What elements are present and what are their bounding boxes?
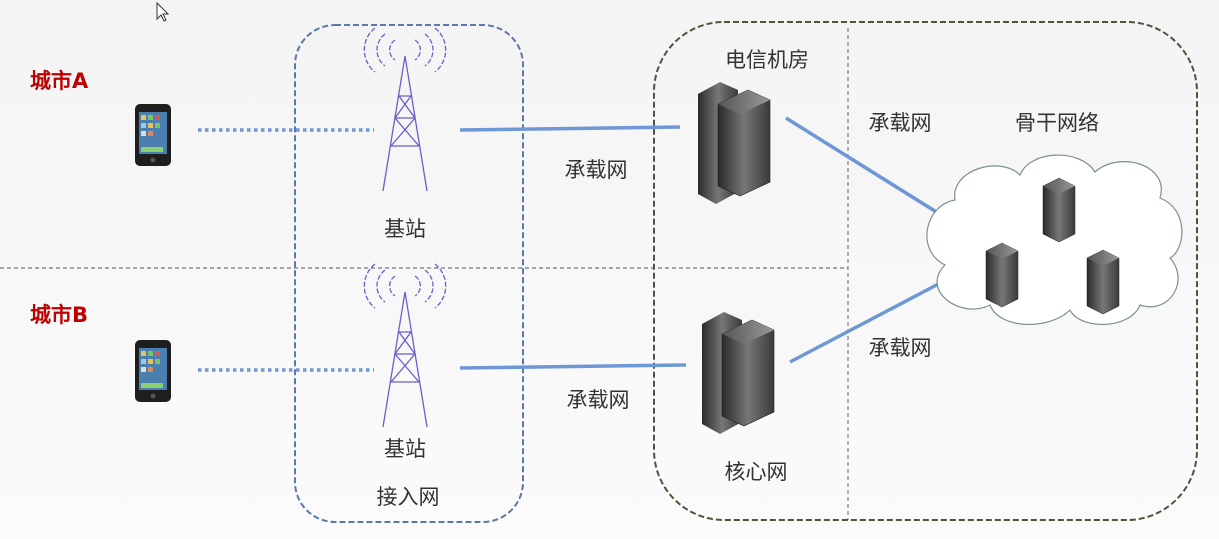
bearer-link xyxy=(785,116,947,220)
bearer-link xyxy=(789,278,947,364)
core-server-icon xyxy=(701,311,775,435)
telecom-room-label: 电信机房 xyxy=(725,48,809,72)
bearer-link xyxy=(459,363,687,370)
base-station-tower-icon xyxy=(363,263,447,428)
bearer-network-label: 承载网 xyxy=(869,111,932,135)
telecom-server-icon xyxy=(697,81,771,205)
base-station-label: 基站 xyxy=(384,437,426,461)
backbone-server-icon xyxy=(985,242,1019,308)
access-network-box xyxy=(294,24,524,523)
core-network-label: 核心网 xyxy=(725,460,788,484)
city-a-label: 城市A xyxy=(30,69,89,93)
mouse-cursor-icon xyxy=(156,1,170,22)
bearer-network-label: 承载网 xyxy=(567,388,630,412)
city-b-label: 城市B xyxy=(30,303,88,327)
base-station-label: 基站 xyxy=(384,217,426,241)
access-network-label: 接入网 xyxy=(377,485,440,509)
bearer-network-label: 承载网 xyxy=(869,336,932,360)
backbone-server-icon xyxy=(1042,177,1076,243)
backbone-label: 骨干网络 xyxy=(1015,111,1099,135)
bearer-network-label: 承载网 xyxy=(565,158,628,182)
base-station-tower-icon xyxy=(363,27,447,192)
phone-icon xyxy=(135,340,171,402)
core-network-box xyxy=(653,21,1198,521)
backbone-server-icon xyxy=(1086,249,1120,315)
bearer-link xyxy=(459,125,681,132)
phone-icon xyxy=(135,104,171,166)
